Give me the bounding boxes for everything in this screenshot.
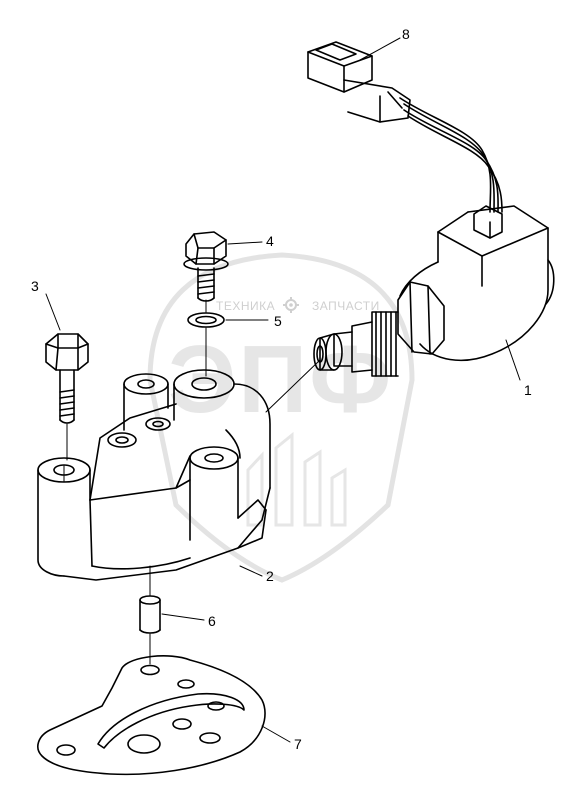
assembly-axis-line <box>265 359 321 413</box>
callout-7: 7 <box>294 736 302 752</box>
callout-5: 5 <box>274 313 282 329</box>
gear-icon <box>283 297 299 313</box>
gasket-plate <box>37 655 266 776</box>
callout-2: 2 <box>266 568 274 584</box>
watermark-left-text: ТЕХНИКА <box>216 299 276 313</box>
sealing-washer <box>187 312 225 328</box>
callout-8: 8 <box>402 26 410 42</box>
callout-1: 1 <box>524 382 532 398</box>
connector-wires <box>399 97 503 213</box>
watermark-logo: ЭПФ <box>168 326 394 433</box>
long-bolt <box>45 333 89 461</box>
flange-bolt <box>183 231 229 302</box>
electrical-connector <box>307 41 411 123</box>
solenoid-valve <box>313 205 555 377</box>
dowel-pin <box>139 595 161 634</box>
valve-housing <box>37 369 271 581</box>
callout-4: 4 <box>266 233 274 249</box>
watermark-right-text: ЗАПЧАСТИ <box>312 299 380 313</box>
callout-6: 6 <box>208 613 216 629</box>
callout-3: 3 <box>31 278 39 294</box>
leader-lines <box>45 37 521 743</box>
